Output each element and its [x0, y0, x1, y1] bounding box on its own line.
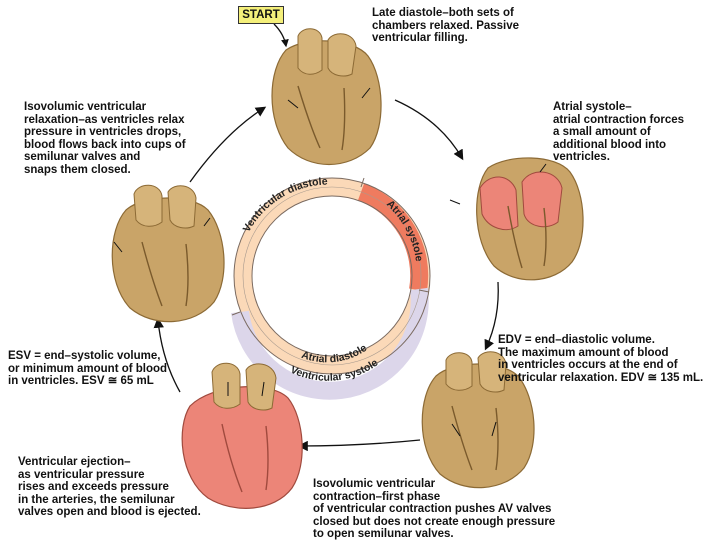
label-edv: EDV = end–diastolic volume. The maximum …	[498, 334, 704, 384]
ring-divider	[242, 186, 422, 366]
phase-ring: Ventricular diastole Atrial systole Atri…	[231, 176, 431, 400]
ring-atrial-systole-band	[357, 183, 429, 292]
label-atrial-systole: Atrial systole– atrial contraction force…	[553, 101, 685, 163]
arrow-to-ejection	[297, 439, 421, 452]
start-badge: START	[238, 6, 284, 24]
ring-tick-1	[360, 177, 365, 188]
arrow-to-isovolumic-contraction	[484, 281, 499, 351]
start-pointer-arrow	[273, 23, 289, 48]
heart-late-diastole	[271, 28, 382, 165]
ring-tick-3	[231, 311, 241, 316]
ring-ventricular-systole-band	[231, 287, 429, 400]
label-isovolumic-relaxation: Isovolumic ventricular relaxation–as ven…	[24, 101, 186, 176]
label-ventricular-ejection: Ventricular ejection– as ventricular pre…	[18, 456, 201, 518]
heart-atrial-systole	[449, 157, 584, 281]
ring-outer-edge	[233, 177, 431, 375]
arrow-to-atrial-systole	[394, 99, 464, 161]
label-late-diastole: Late diastole–both sets of chambers rela…	[372, 7, 520, 44]
cycle-arrows	[153, 23, 499, 452]
ring-tick-2	[418, 289, 430, 293]
heart-isovolumic-contraction	[421, 351, 535, 489]
arrow-to-late-diastole	[189, 106, 267, 183]
heart-isovolumic-relaxation	[111, 184, 225, 323]
arrow-to-isovolumic-relaxation	[153, 317, 181, 393]
heart-ventricular-ejection	[181, 362, 303, 509]
label-isovolumic-contraction: Isovolumic ventricular contraction–first…	[313, 478, 556, 540]
ring-inner-edge	[251, 195, 413, 357]
label-esv: ESV = end–systolic volume, or minimum am…	[8, 350, 168, 387]
